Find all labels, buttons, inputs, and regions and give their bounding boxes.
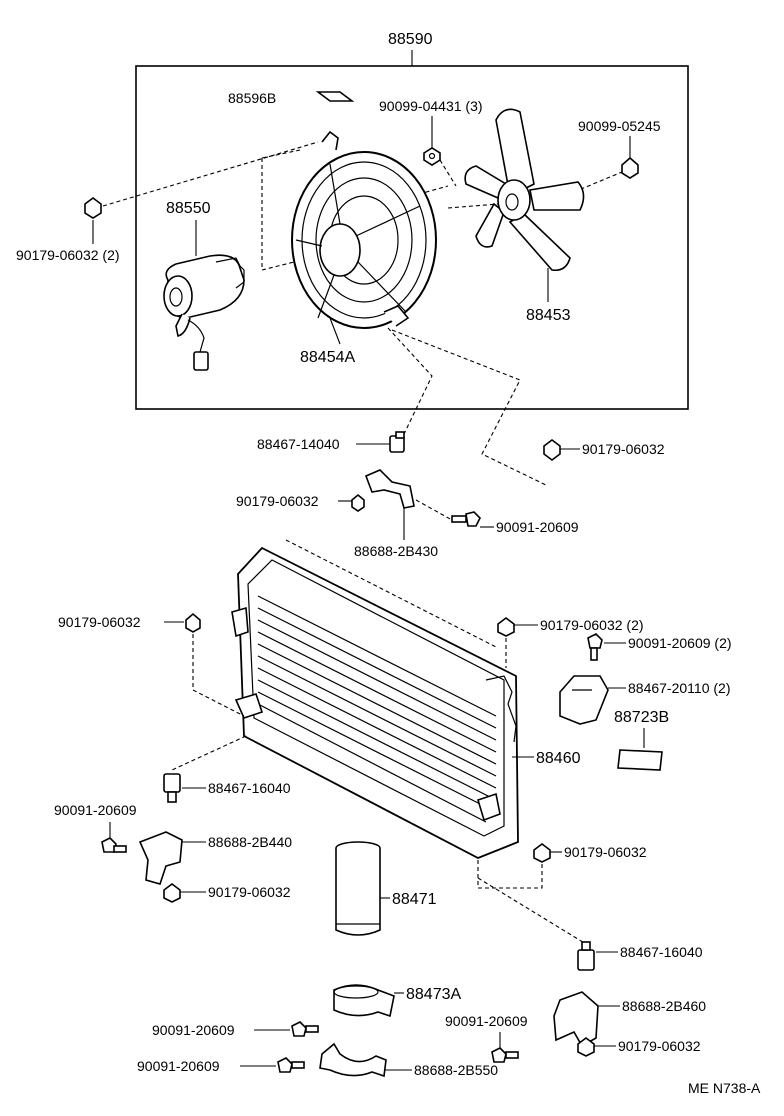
nut-90099-05245: [621, 156, 639, 179]
label-88460: 88460: [536, 750, 581, 767]
label-90091-20609-bottom-b: 90091-20609: [137, 1058, 220, 1074]
label-88550: 88550: [166, 200, 211, 217]
label-88454A: 88454A: [300, 349, 355, 366]
dash-sensor-left: [171, 735, 247, 771]
label-90179-06032-top: 90179-06032 (2): [16, 247, 120, 263]
label-88467-20110: 88467-20110 (2): [628, 680, 730, 696]
label-90179-06032-mid-left: 90179-06032: [236, 493, 319, 509]
bolt-90091-20609-bottom-b: [277, 1057, 305, 1073]
bracket-88688-2B440: [138, 831, 183, 885]
nut-90179-06032-bottom-right: [577, 1037, 595, 1057]
label-88723B: 88723B: [614, 709, 669, 726]
motor-88550: [163, 254, 245, 371]
dash-guide-d: [439, 159, 457, 187]
label-88688-2B440: 88688-2B440: [208, 834, 292, 850]
bracket-88688-2B430: [364, 469, 415, 509]
label-88473A: 88473A: [406, 986, 461, 1003]
clamp-88473A: [333, 984, 395, 1018]
label-88467-16040-right: 88467-16040: [620, 944, 703, 960]
dash-guide-e: [447, 203, 499, 209]
label-88467-14040: 88467-14040: [257, 436, 340, 452]
sensor-88467-16040-left: [163, 773, 181, 803]
label-90179-06032-left: 90179-06032: [58, 614, 141, 630]
label-88688-2B430: 88688-2B430: [354, 543, 438, 559]
bracket-88688-2B460: [553, 991, 599, 1048]
nut-90179-06032-lower-left: [163, 883, 181, 903]
plate-88596B: [315, 91, 355, 102]
label-90091-20609-right: 90091-20609 (2): [628, 635, 732, 651]
assembly-label-88590: 88590: [388, 31, 433, 48]
leader-88454A: [329, 317, 341, 345]
label-90179-06032-lower-right: 90179-06032: [564, 844, 647, 860]
bolt-90091-20609-bottom-a: [291, 1021, 319, 1037]
label-90179-06032-mid-right: 90179-06032: [582, 441, 665, 457]
dash-nut-lower-right: [477, 860, 543, 889]
shroud-88454A: [291, 130, 437, 329]
condenser-88460: [231, 546, 519, 859]
receiver-88471: [335, 841, 381, 936]
label-90099-04431: 90099-04431 (3): [379, 98, 483, 114]
label-88688-2B550: 88688-2B550: [414, 1062, 498, 1078]
bolt-90091-20609-left: [101, 837, 127, 853]
label-88471: 88471: [392, 891, 437, 908]
dash-bolt-mid: [415, 499, 453, 521]
bolt-90091-20609-bottom-right: [491, 1047, 519, 1063]
assembly-frame: [135, 65, 689, 410]
label-88453: 88453: [526, 307, 571, 324]
nut-90179-06032-top: [84, 197, 102, 219]
figure-code: ME N738-A: [688, 1080, 761, 1096]
label-90091-20609-bottom-a: 90091-20609: [152, 1022, 235, 1038]
dash-sensor-right: [477, 877, 587, 945]
nut-90179-06032-left: [185, 612, 201, 633]
bracket-88688-2B550: [319, 1042, 387, 1078]
label-88688-2B460: 88688-2B460: [622, 998, 706, 1014]
screw-90099-04431: [423, 147, 441, 166]
label-90179-06032-lower-left: 90179-06032: [208, 884, 291, 900]
label-90091-20609-bottom-right: 90091-20609: [445, 1013, 528, 1029]
label-88596B: 88596B: [228, 90, 276, 106]
dash-nut-left: [192, 634, 245, 717]
label-plate-88723B: [617, 749, 663, 771]
dash-shroud-nut: [391, 329, 549, 487]
dash-shroud-sensor: [387, 327, 433, 435]
bracket-88467-20110: [559, 675, 609, 725]
dash-guide-c: [411, 185, 449, 197]
dash-nut-shroud: [102, 141, 319, 207]
label-90179-06032-right: 90179-06032 (2): [540, 617, 644, 633]
fan-88453: [464, 108, 585, 272]
label-90179-06032-bottom-right: 90179-06032: [618, 1038, 701, 1054]
dash-condenser-top: [285, 539, 499, 649]
label-88467-16040-left: 88467-16040: [208, 780, 291, 796]
bolt-90091-20609-mid: [451, 511, 481, 527]
bolt-90091-20609-right: [587, 633, 603, 661]
nut-90179-06032-right: [497, 617, 515, 637]
nut-90179-06032-lower-right: [533, 843, 551, 863]
nut-90179-06032-mid-left: [351, 493, 365, 512]
sensor-88467-16040-right: [577, 941, 595, 971]
label-90091-20609-mid: 90091-20609: [496, 519, 579, 535]
sensor-88467-14040: [389, 431, 405, 453]
label-90091-20609-left: 90091-20609: [54, 802, 137, 818]
nut-90179-06032-mid-right: [543, 439, 561, 461]
label-90099-05245: 90099-05245: [578, 118, 661, 134]
